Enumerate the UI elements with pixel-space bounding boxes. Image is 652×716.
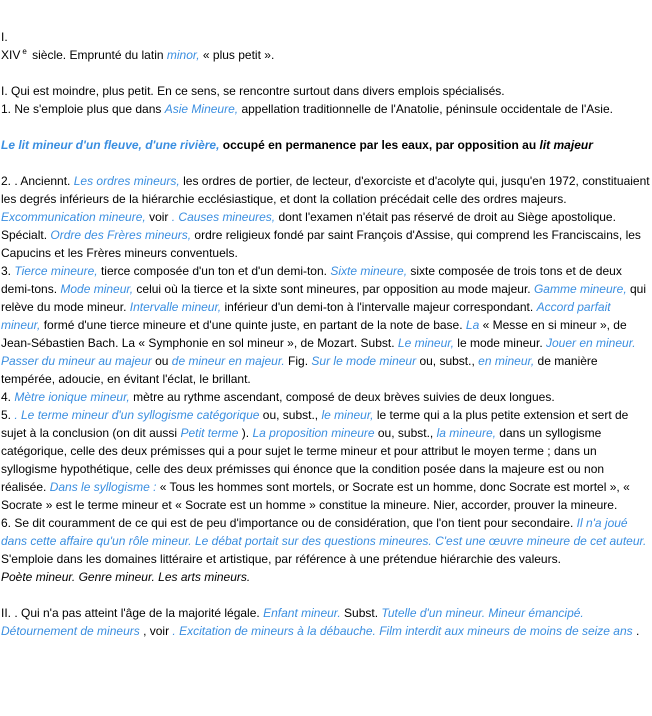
entry-text: le terme qui a la plus petite extension … [1, 408, 629, 440]
example-link[interactable]: Tierce mineure, [14, 264, 98, 278]
entry-text: Poète mineur. Genre mineur. Les arts min… [1, 570, 251, 584]
example-link[interactable]: Tutelle d'un mineur. Mineur émancipé. Dé… [1, 606, 584, 638]
entry-text: occupé en permanence par les eaux, par o… [219, 138, 540, 152]
entry-text: 2. . Anciennt. [1, 174, 74, 188]
entry-text: , voir [139, 624, 173, 638]
entry-text: tierce composée d'un ton et d'un demi-to… [97, 264, 331, 278]
entry-text: dans un syllogisme catégorique, celle de… [1, 426, 605, 494]
entry-text: Subst. [340, 606, 382, 620]
entry-text: . [632, 624, 640, 638]
example-link[interactable]: Accord parfait mineur, [1, 300, 611, 332]
entry-paragraph: 2. . Anciennt. Les ordres mineurs, les o… [1, 172, 651, 262]
example-link[interactable]: Dans le syllogisme : [49, 480, 157, 494]
example-link[interactable]: la mineure, [436, 426, 496, 440]
entry-text: II. . Qui n'a pas atteint l'âge de la ma… [1, 606, 264, 620]
entry-paragraph: I. Qui est moindre, plus petit. En ce se… [1, 82, 651, 100]
entry-text: S'emploie dans les domaines littéraire e… [1, 552, 561, 566]
example-link[interactable]: Sixte mineure, [330, 264, 408, 278]
example-link[interactable]: le mineur, [321, 408, 374, 422]
entry-text: « Messe en si mineur », de Jean-Sébastie… [1, 318, 627, 350]
entry-text: ou, subst., [416, 354, 479, 368]
example-link[interactable]: Mode mineur, [60, 282, 134, 296]
example-link[interactable]: Mètre ionique mineur, [14, 390, 130, 404]
entry-paragraph: 1. Ne s'emploie plus que dans Asie Mineu… [1, 100, 651, 118]
example-link[interactable]: Gamme mineure, [533, 282, 627, 296]
example-link[interactable]: . Excitation de mineurs à la débauche. F… [172, 624, 633, 638]
entry-paragraph: II. . Qui n'a pas atteint l'âge de la ma… [1, 604, 651, 640]
entry-text: dont l'examen n'était pas réservé de dro… [1, 210, 616, 242]
entry-text: les ordres de portier, de lecteur, d'exo… [1, 174, 650, 206]
example-link[interactable]: Asie Mineure, [164, 102, 239, 116]
entry-paragraph: I. [1, 28, 651, 46]
entry-text: I. [1, 30, 8, 44]
example-link[interactable]: Il n'a joué dans cette affaire qu'un rôl… [1, 516, 647, 548]
entry-text: le mode mineur. [453, 336, 546, 350]
entry-text: voir [145, 210, 172, 224]
example-link[interactable]: . Causes mineures, [171, 210, 276, 224]
entry-text: I. Qui est moindre, plus petit. En ce se… [1, 84, 505, 98]
entry-text: qui relève du mode mineur. [1, 282, 647, 314]
example-link[interactable]: Le mineur, [397, 336, 454, 350]
entry-text: inférieur d'un demi-ton à l'intervalle m… [221, 300, 537, 314]
entry-text: formé d'une tierce mineure et d'une quin… [40, 318, 466, 332]
entry-text: ou, subst., [259, 408, 322, 422]
entry-text: 4. [1, 390, 15, 404]
entry-text: de manière tempérée, adoucie, en évitant… [1, 354, 598, 386]
entry-paragraph: 6. Se dit couramment de ce qui est de pe… [1, 514, 651, 568]
entry-text: lit majeur [539, 138, 593, 152]
example-link[interactable]: . Le terme mineur d'un syllogisme catégo… [14, 408, 260, 422]
entry-text: ou [151, 354, 172, 368]
example-link[interactable]: Excommunication mineure, [1, 210, 146, 224]
entry-paragraph: 3. Tierce mineure, tierce composée d'un … [1, 262, 651, 388]
example-link[interactable]: Enfant mineur. [263, 606, 341, 620]
entry-text: celui où la tierce et la sixte sont mine… [133, 282, 534, 296]
entry-text: ou, subst., [374, 426, 437, 440]
entry-text: Fig. [284, 354, 312, 368]
example-link[interactable]: en mineur, [478, 354, 535, 368]
example-link[interactable]: Ordre des Frères mineurs, [50, 228, 192, 242]
entry-paragraph: 4. Mètre ionique mineur, mètre au rythme… [1, 388, 651, 406]
example-link[interactable]: Petit terme [180, 426, 239, 440]
entry-text: appellation traditionnelle de l'Anatolie… [238, 102, 613, 116]
example-link[interactable]: de mineur en majeur. [171, 354, 285, 368]
entry-text: 1. Ne s'emploie plus que dans [1, 102, 165, 116]
entry-text: mètre au rythme ascendant, composé de de… [129, 390, 555, 404]
example-link[interactable]: Jouer en mineur. Passer du mineur au maj… [1, 336, 636, 368]
entry-text: « plus petit ». [199, 48, 275, 62]
entry-text: ordre religieux fondé par saint François… [1, 228, 641, 260]
entry-text: « Tous les hommes sont mortels, or Socra… [1, 480, 630, 512]
entry-text: 3. [1, 264, 15, 278]
entry-text: sixte composée de trois tons et de deux … [1, 264, 622, 296]
superscript: e [22, 47, 27, 56]
entry-text: siècle. Emprunté du latin [28, 48, 167, 62]
entry-paragraph: Poète mineur. Genre mineur. Les arts min… [1, 568, 651, 586]
entry-paragraph: Le lit mineur d'un fleuve, d'une rivière… [1, 136, 651, 154]
entry-paragraph: 5. . Le terme mineur d'un syllogisme cat… [1, 406, 651, 514]
example-link[interactable]: Les ordres mineurs, [73, 174, 180, 188]
example-link[interactable]: La proposition mineure [252, 426, 375, 440]
entry-text: 5. [1, 408, 15, 422]
example-link[interactable]: Sur le mode mineur [311, 354, 417, 368]
example-link[interactable]: Le lit mineur d'un fleuve, d'une rivière… [1, 138, 220, 152]
example-link[interactable]: Intervalle mineur, [129, 300, 222, 314]
example-link[interactable]: La [465, 318, 480, 332]
entry-text: 6. Se dit couramment de ce qui est de pe… [1, 516, 577, 530]
entry-text: ). [238, 426, 253, 440]
example-link[interactable]: minor, [166, 48, 200, 62]
entry-text: XIV [1, 48, 21, 62]
